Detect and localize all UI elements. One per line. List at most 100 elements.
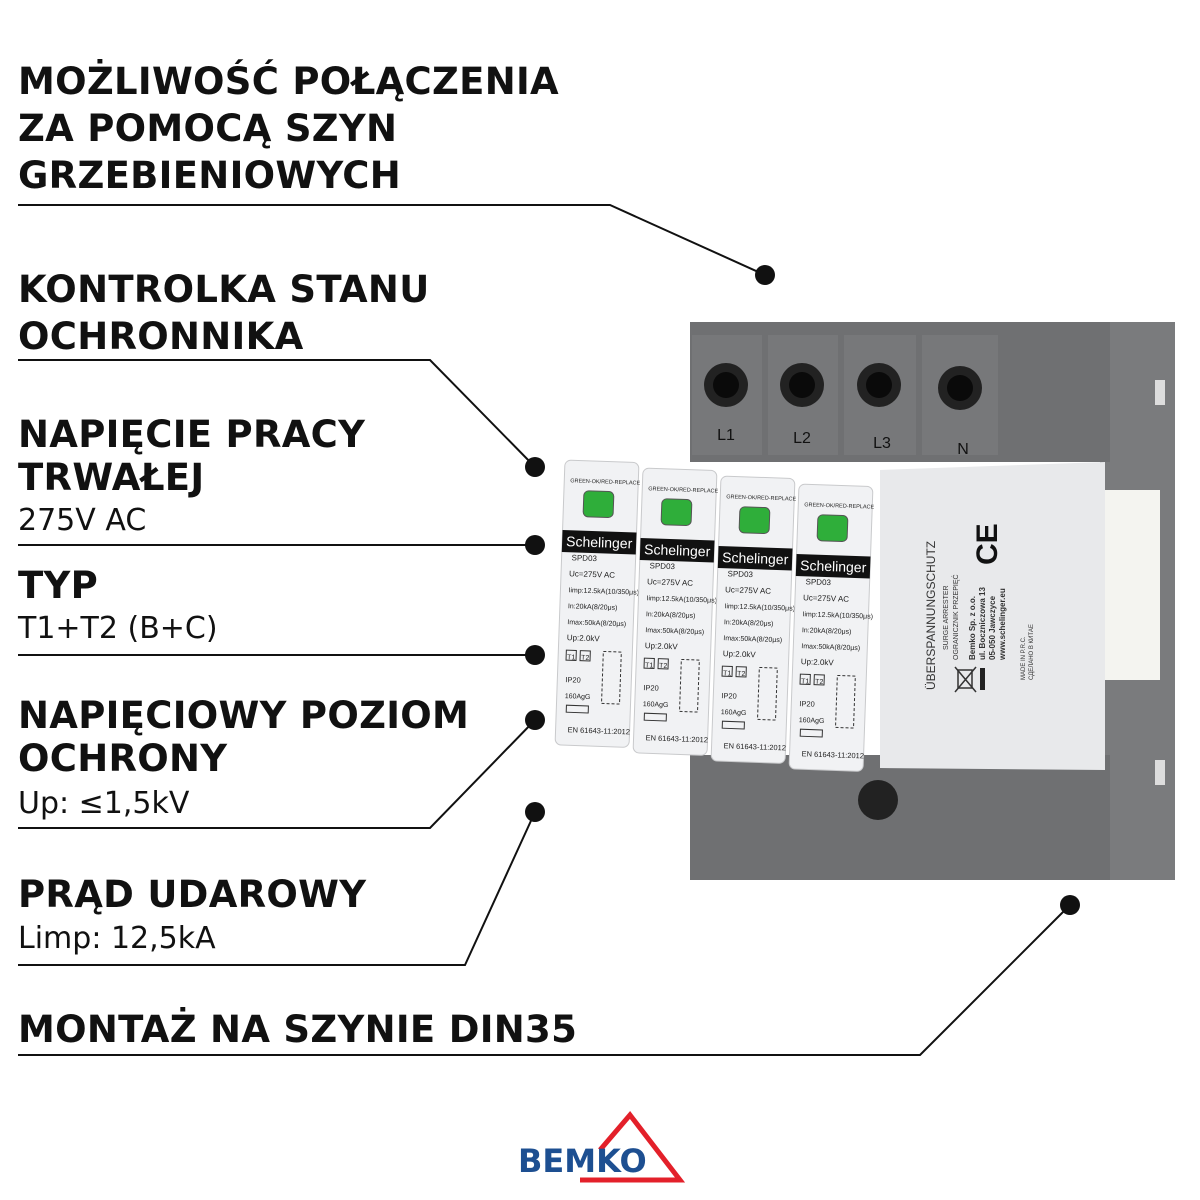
feature-3-value: 275V AC bbox=[18, 503, 147, 538]
leader-line-7 bbox=[18, 904, 1071, 1056]
fuse-symbol bbox=[643, 712, 667, 722]
brand-plate bbox=[717, 545, 793, 571]
module-iimp: Iimp:12.5kA(10/350μs) bbox=[568, 587, 639, 596]
feature-6-value: Limp: 12,5kA bbox=[18, 921, 216, 956]
module-imax: Imax:50kA(8/20μs) bbox=[567, 619, 626, 628]
feature-5-value: Up: ≤1,5kV bbox=[18, 786, 190, 821]
module-standard: EN 61643-11:2012 bbox=[723, 741, 786, 752]
feature-3-title: NAPIĘCIE PRACY TRWAŁEJ bbox=[18, 413, 365, 499]
module-fuse: 160AgG bbox=[643, 701, 669, 709]
module-fuse: 160AgG bbox=[721, 709, 747, 717]
module-ip: IP20 bbox=[643, 683, 659, 693]
module-fuse: 160AgG bbox=[565, 693, 591, 701]
leader-line-6 bbox=[18, 811, 536, 966]
module-uc: Uc=275V AC bbox=[725, 585, 772, 596]
side-street: ul. Boczniczowa 13 bbox=[978, 587, 987, 660]
t1-label: T1 bbox=[801, 678, 810, 685]
module-ip: IP20 bbox=[721, 691, 737, 701]
status-indicator bbox=[660, 498, 693, 527]
title-line: ZA POMOCĄ SZYN bbox=[18, 107, 398, 150]
module-iimp: Iimp:12.5kA(10/350μs) bbox=[724, 603, 795, 612]
dot bbox=[755, 265, 775, 285]
terminal-label: L2 bbox=[793, 430, 811, 447]
protection-module: Schelinger T1 T2 GREEN-OK/RED-REPLACESPD… bbox=[788, 483, 875, 772]
dot bbox=[525, 457, 545, 477]
t1-label: T1 bbox=[723, 670, 732, 677]
module-model: SPD03 bbox=[571, 553, 597, 563]
dot bbox=[1060, 895, 1080, 915]
protection-module: Schelinger T1 T2 GREEN-OK/RED-REPLACE SPD… bbox=[632, 467, 719, 756]
title-line: OCHRONNIKA bbox=[18, 315, 304, 358]
t1-label: T1 bbox=[567, 654, 576, 661]
brand-label: Schelinger bbox=[800, 557, 867, 575]
brand-plate bbox=[561, 529, 637, 555]
title-line: OCHRONY bbox=[18, 737, 228, 780]
terminal-label: N bbox=[957, 441, 969, 458]
dot bbox=[525, 710, 545, 730]
module-model: SPD03 bbox=[727, 569, 753, 579]
protection-module: Schelinger T1 T2 GREEN-OK/RED-REPLACESPD… bbox=[554, 459, 641, 748]
title-line: MOŻLIWOŚĆ POŁĄCZENIA bbox=[18, 60, 559, 103]
module-up: Up:2.0kV bbox=[567, 633, 601, 643]
side-sub1: SURGE ARRESTER bbox=[943, 585, 950, 650]
side-made2: СДЕЛАНО В КИТАЕ bbox=[1029, 624, 1035, 680]
housing-bottom bbox=[690, 755, 1110, 880]
module-in: In:20kA(8/20μs) bbox=[802, 627, 852, 636]
title-line: NAPIĘCIOWY POZIOM bbox=[18, 694, 470, 737]
dot bbox=[525, 802, 545, 822]
dot bbox=[525, 535, 545, 555]
module-imax: Imax:50kA(8/20μs) bbox=[801, 643, 860, 652]
leader-line-2 bbox=[18, 359, 536, 468]
feature-6-title: PRĄD UDAROWY bbox=[18, 873, 367, 916]
module-indicator-text: GREEN-OK/RED-REPLACE bbox=[648, 486, 718, 494]
module-uc: Uc=275V AC bbox=[803, 593, 850, 604]
housing-front-panel bbox=[880, 462, 1105, 770]
brand-plate bbox=[795, 553, 871, 579]
side-company: Bemko Sp. z o.o. bbox=[968, 596, 977, 660]
brand-label: Schelinger bbox=[566, 533, 633, 551]
terminal-label: L3 bbox=[873, 435, 891, 452]
module-model: SPD03 bbox=[649, 561, 675, 571]
side-title: ÜBERSPANNUNGSCHUTZ bbox=[924, 541, 938, 690]
feature-2-title: KONTROLKA STANU OCHRONNIKA bbox=[18, 266, 430, 360]
t2-label: T2 bbox=[581, 655, 590, 662]
module-in: In:20kA(8/20μs) bbox=[724, 619, 774, 628]
title-line: KONTROLKA STANU bbox=[18, 268, 430, 311]
side-web: www.schelinger.eu bbox=[998, 588, 1007, 661]
module-uc: Uc=275V AC bbox=[647, 577, 694, 588]
module-iimp: Iimp:12.5kA(10/350μs) bbox=[646, 595, 717, 604]
status-indicator bbox=[816, 514, 849, 543]
title-line: GRZEBIENIOWYCH bbox=[18, 154, 401, 197]
module-up: Up:2.0kV bbox=[645, 641, 679, 651]
t2-label: T2 bbox=[815, 679, 824, 686]
module-fuse: 160AgG bbox=[799, 717, 825, 725]
module-ip: IP20 bbox=[799, 699, 815, 709]
fuse-symbol bbox=[565, 704, 589, 714]
module-up: Up:2.0kV bbox=[723, 649, 757, 659]
feature-7-title: MONTAŻ NA SZYNIE DIN35 bbox=[18, 1008, 578, 1051]
module-standard: EN 61643-11:2012 bbox=[801, 749, 864, 760]
fuse-symbol bbox=[721, 720, 745, 730]
feature-4-title: TYP bbox=[18, 564, 99, 607]
feature-5-title: NAPIĘCIOWY POZIOM OCHRONY bbox=[18, 694, 469, 780]
module-imax: Imax:50kA(8/20μs) bbox=[723, 635, 782, 644]
t1-label: T1 bbox=[645, 662, 654, 669]
t2-label: T2 bbox=[659, 663, 668, 670]
feature-1-title: MOŻLIWOŚĆ POŁĄCZENIA ZA POMOCĄ SZYN GRZE… bbox=[18, 58, 559, 199]
side-made1: MADE IN P.R.C. bbox=[1021, 636, 1027, 680]
ce-mark: CE bbox=[971, 523, 1004, 565]
brand-plate bbox=[639, 537, 715, 563]
title-line: TRWAŁEJ bbox=[18, 456, 205, 499]
module-uc: Uc=275V AC bbox=[569, 569, 616, 580]
module-in: In:20kA(8/20μs) bbox=[568, 603, 618, 612]
brand-label: Schelinger bbox=[644, 541, 711, 559]
side-city: 05-050 Jawczyce bbox=[988, 595, 997, 660]
t2-label: T2 bbox=[737, 671, 746, 678]
terminals: L1 L2 L3 N bbox=[692, 335, 998, 458]
terminal-label: L1 bbox=[717, 427, 735, 444]
module-iimp: Iimp:12.5kA(10/350μs) bbox=[802, 611, 873, 620]
leader-line-5 bbox=[18, 719, 536, 829]
fuse-symbol bbox=[799, 728, 823, 738]
